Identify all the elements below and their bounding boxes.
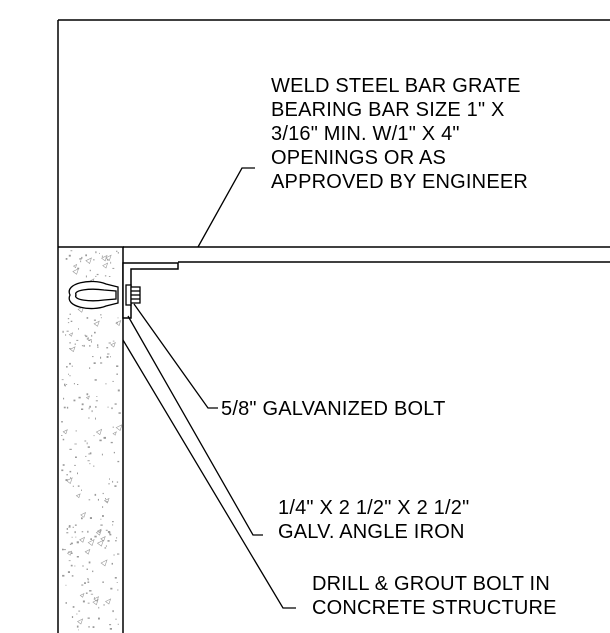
grate-callout-line-5: APPROVED BY ENGINEER <box>271 171 529 193</box>
angle-leader <box>127 315 263 536</box>
drill-callout: DRILL & GROUT BOLT IN CONCRETE STRUCTURE <box>312 572 610 620</box>
grate-callout-line-3: 3/16" MIN. W/1" X 4" <box>271 123 460 145</box>
grate-callout-line-4: OPENINGS OR AS <box>271 147 447 169</box>
drill-leader <box>122 339 296 609</box>
grate-callout: WELD STEEL BAR GRATE BEARING BAR SIZE 1"… <box>271 74 528 194</box>
leader-lines <box>122 167 296 609</box>
drawing-frame <box>57 19 610 633</box>
grate-callout-line-1: WELD STEEL BAR GRATE <box>271 75 521 97</box>
bolt-leader <box>133 303 218 409</box>
grate-leader <box>197 167 255 248</box>
bolt-callout-line-1: 5/8" GALVANIZED BOLT <box>221 398 446 420</box>
bolt-callout: 5/8" GALVANIZED BOLT <box>221 397 446 421</box>
concrete-wall <box>58 246 124 633</box>
drill-callout-line-2: CONCRETE STRUCTURE <box>312 597 557 619</box>
angle-callout-line-1: 1/4" X 2 1/2" X 2 1/2" <box>278 497 470 519</box>
bar-grate <box>123 246 610 263</box>
concrete-hatch <box>61 250 123 631</box>
grate-callout-line-2: BEARING BAR SIZE 1" X <box>271 99 505 121</box>
drill-callout-line-1: DRILL & GROUT BOLT IN <box>312 573 550 595</box>
angle-callout: 1/4" X 2 1/2" X 2 1/2" GALV. ANGLE IRON <box>278 496 469 544</box>
angle-callout-line-2: GALV. ANGLE IRON <box>278 521 465 543</box>
angle-iron <box>122 262 179 319</box>
galvanized-bolt <box>68 280 141 310</box>
